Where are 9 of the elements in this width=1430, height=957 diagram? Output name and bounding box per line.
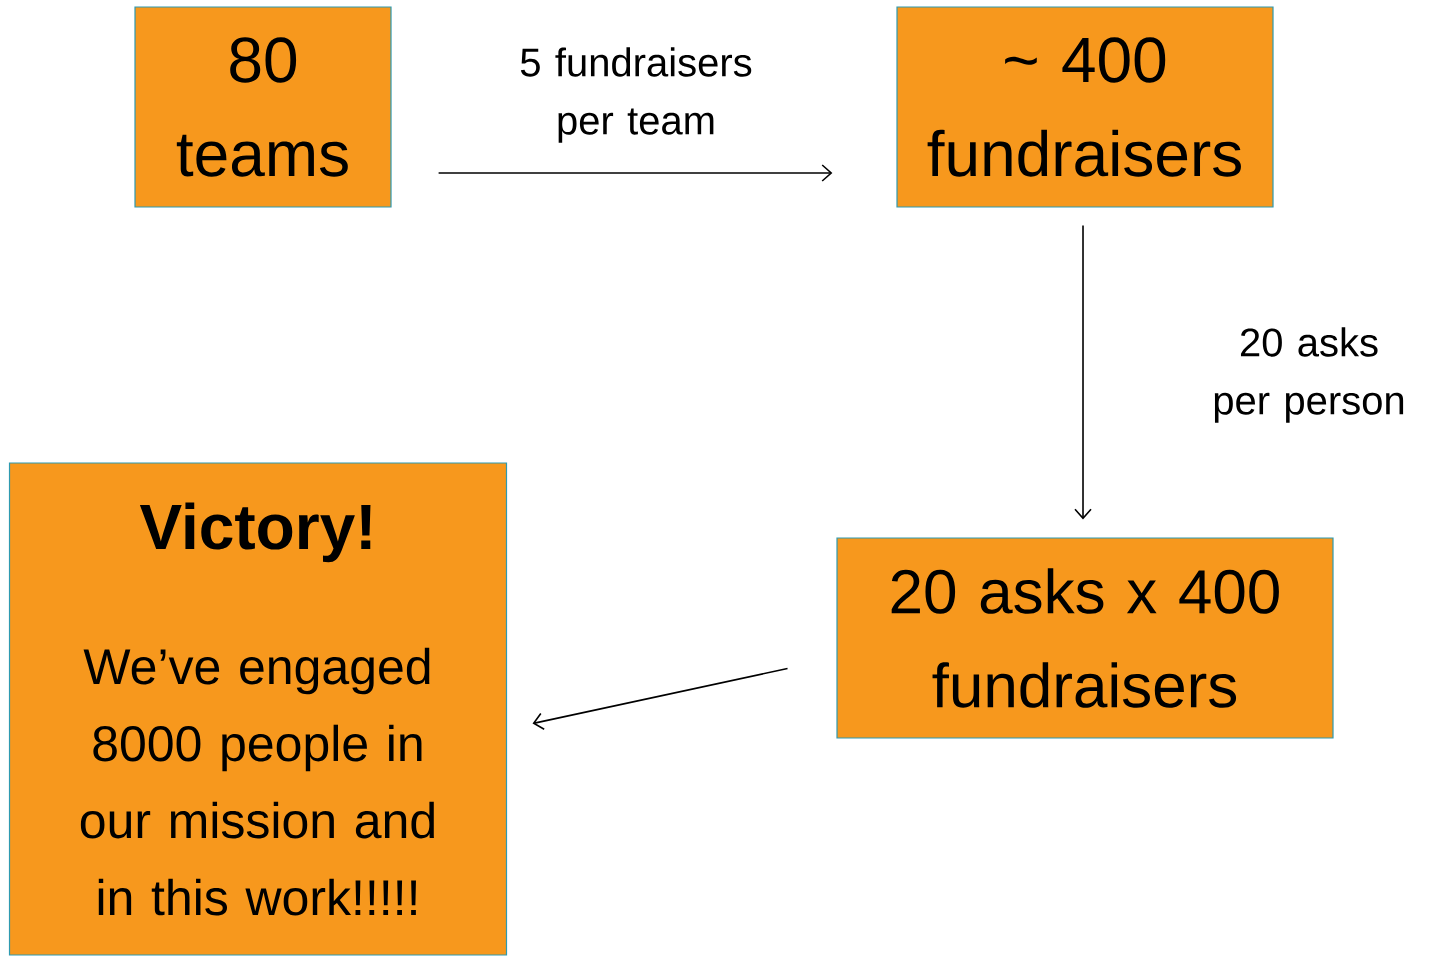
arrow — [437, 164, 833, 182]
process-box: ~ 400 fundraisers — [896, 6, 1274, 208]
arrow — [532, 667, 789, 730]
edge-label: 20 asks per person — [1214, 327, 1404, 423]
result-box: Victory! We’ve engaged 8000 people in our mission and in this work!!!!! — [8, 462, 508, 956]
process-box: 80 teams — [134, 6, 392, 208]
process-box: 20 asks x 400 fundraisers — [836, 537, 1334, 739]
edge-label: 5 fundraisers per team — [520, 47, 752, 143]
arrow — [1074, 224, 1092, 520]
